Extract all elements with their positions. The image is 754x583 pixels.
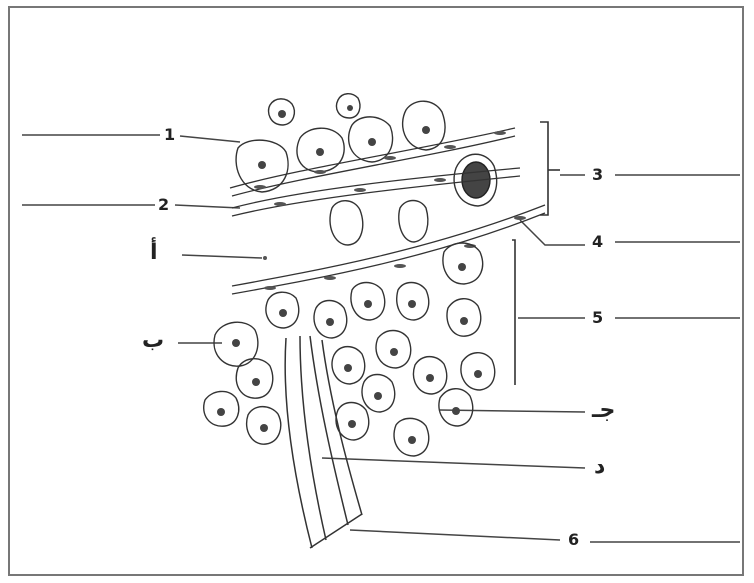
leader-alef: [182, 255, 262, 258]
label-2: 2: [158, 197, 169, 213]
label-alef: أ: [150, 242, 158, 264]
label-5: 5: [592, 310, 603, 326]
label-4: 4: [592, 234, 603, 250]
spindle-nuclei: [254, 131, 526, 290]
brackets: [512, 122, 560, 385]
leader-dal: [322, 458, 585, 468]
label-baa: ب: [142, 330, 164, 352]
leader-lines: [22, 135, 740, 542]
label-1: 1: [164, 127, 175, 143]
label-jeem: جـ: [592, 400, 615, 422]
leader-1-inner: [180, 136, 240, 142]
leader-4-inner: [520, 220, 585, 245]
bracket-5: [512, 240, 515, 385]
label-dal: د: [594, 456, 605, 478]
upper-cells: [236, 94, 497, 245]
label-6: 6: [568, 532, 579, 548]
leader-jeem: [440, 410, 585, 412]
leader-6-inner: [350, 530, 560, 540]
leader-2-inner: [175, 205, 240, 208]
bracket-3: [540, 122, 548, 215]
label-3: 3: [592, 167, 603, 183]
fiber-bands: [230, 128, 545, 294]
